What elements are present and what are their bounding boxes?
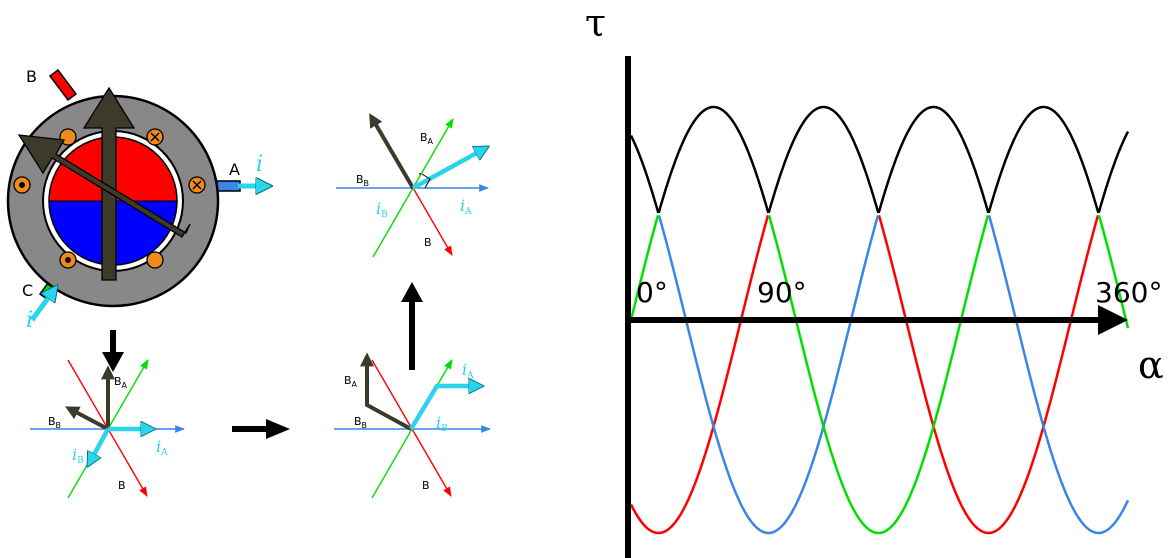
svg-text:BB: BB xyxy=(356,173,369,188)
svg-text:iB: iB xyxy=(72,445,84,466)
phase-curve-1 xyxy=(629,214,1100,535)
motor-cross-section: A B C i i xyxy=(6,67,266,333)
svg-text:B: B xyxy=(424,236,432,249)
svg-text:iB: iB xyxy=(376,199,388,220)
current-arrow-c xyxy=(29,290,54,322)
svg-text:iA: iA xyxy=(462,360,474,381)
tick-label-90: 90° xyxy=(757,276,807,309)
terminal-b-label: B xyxy=(26,67,37,86)
phasor-diagram-1: BA BB B iA iB xyxy=(30,359,185,499)
svg-text:B: B xyxy=(118,479,126,492)
y-axis-label: τ xyxy=(585,1,606,45)
vertical-field-arrow xyxy=(82,86,136,281)
terminal-c-label: C xyxy=(22,281,33,300)
current-symbol-a: i xyxy=(256,152,263,177)
phasor-diagram-2: BA BB B iA iB xyxy=(334,352,491,499)
diagonal-field-arrow xyxy=(17,134,191,238)
svg-text:BA: BA xyxy=(344,374,358,389)
arrow-right xyxy=(232,419,290,439)
arrow-down xyxy=(102,330,124,372)
terminal-b-lead xyxy=(48,68,78,102)
tick-label-0: 0° xyxy=(636,276,668,309)
field-arrows xyxy=(17,86,191,281)
svg-text:iA: iA xyxy=(460,196,472,217)
winding-current-marks xyxy=(19,132,202,263)
svg-text:BB: BB xyxy=(354,415,367,430)
terminal-a-label: A xyxy=(229,160,240,179)
tick-label-360: 360° xyxy=(1095,276,1162,309)
torque-chart: τ α 0° 90° 360° xyxy=(585,1,1164,558)
phase-curve-3 xyxy=(629,214,1130,535)
current-symbol-c: i xyxy=(26,308,33,333)
arrow-up xyxy=(401,282,423,370)
svg-text:·: · xyxy=(418,167,422,181)
phasor-diagram-3: · BA BB B iA iB xyxy=(336,113,488,258)
phase-curve-2 xyxy=(657,214,1130,535)
svg-text:B: B xyxy=(422,479,430,492)
svg-text:iB: iB xyxy=(436,413,448,434)
x-axis-label: α xyxy=(1138,343,1164,387)
svg-text:BB: BB xyxy=(48,415,61,430)
svg-text:iA: iA xyxy=(156,437,168,458)
torque-envelope xyxy=(629,105,1130,213)
sequence-arrows xyxy=(102,282,423,439)
svg-text:BA: BA xyxy=(420,131,434,146)
svg-text:BA: BA xyxy=(114,375,128,390)
